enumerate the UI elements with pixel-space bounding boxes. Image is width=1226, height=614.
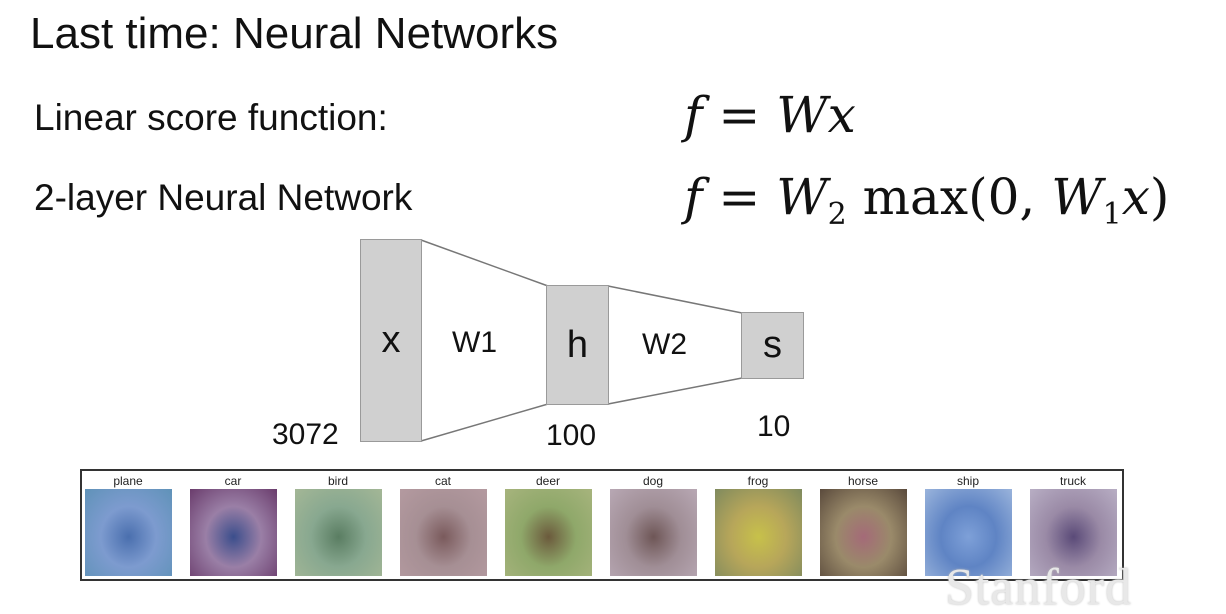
w1-bottom-edge	[420, 403, 549, 442]
template-image	[295, 489, 382, 576]
two-layer-nn-label: 2-layer Neural Network	[34, 177, 413, 218]
class-template: bird	[292, 471, 384, 579]
class-template: car	[187, 471, 279, 579]
class-template: ship	[922, 471, 1014, 579]
template-image	[1030, 489, 1117, 576]
template-image	[820, 489, 907, 576]
linear-score-label: Linear score function:	[34, 97, 388, 138]
template-image	[715, 489, 802, 576]
output-dim: 10	[757, 410, 791, 443]
two-layer-equation: f = W2 max(0, W1x)	[684, 168, 1170, 232]
w2-label: W2	[642, 328, 687, 361]
template-image	[505, 489, 592, 576]
linear-equation: f = Wx	[684, 86, 856, 144]
class-template: truck	[1027, 471, 1119, 579]
class-templates-strip: plane car bird cat deer dog frog horse s…	[80, 469, 1124, 581]
hidden-layer-label: h	[566, 323, 589, 366]
w2-bottom-edge	[607, 377, 743, 405]
hidden-dim: 100	[546, 419, 597, 452]
input-layer-label: x	[381, 319, 401, 361]
template-image	[925, 489, 1012, 576]
input-layer-box: x	[360, 239, 422, 442]
stanford-logo: Stanford	[945, 559, 1133, 614]
output-layer-box: s	[741, 312, 804, 379]
input-dim: 3072	[272, 418, 339, 451]
class-template: cat	[397, 471, 489, 579]
template-image	[610, 489, 697, 576]
w1-label: W1	[452, 326, 497, 359]
template-image	[85, 489, 172, 576]
output-layer-label: s	[763, 324, 782, 366]
slide-title: Last time: Neural Networks	[30, 9, 559, 58]
template-image	[190, 489, 277, 576]
w1-top-edge	[420, 239, 549, 287]
w2-top-edge	[607, 285, 743, 314]
class-template: dog	[607, 471, 699, 579]
class-template: deer	[502, 471, 594, 579]
class-template: frog	[712, 471, 804, 579]
class-template: plane	[82, 471, 174, 579]
class-template: horse	[817, 471, 909, 579]
hidden-layer-box: h	[546, 285, 609, 405]
template-image	[400, 489, 487, 576]
